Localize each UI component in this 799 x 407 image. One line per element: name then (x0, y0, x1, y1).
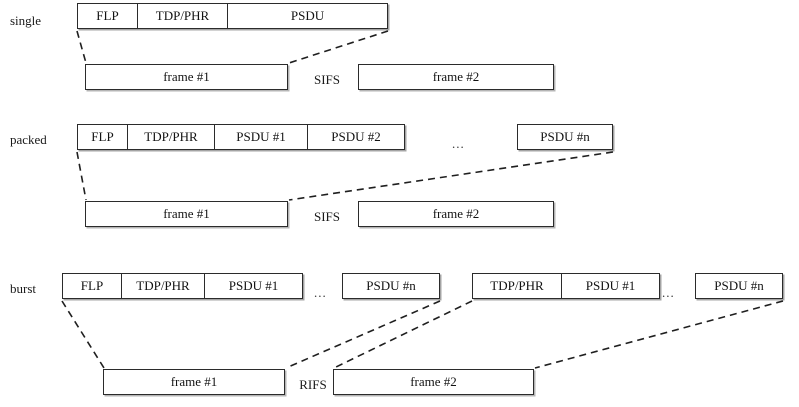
packed-field-flp: FLP (77, 124, 128, 150)
row-label-packed: packed (10, 132, 47, 147)
packed-field-psdu-n: PSDU #n (517, 124, 613, 150)
packed-frame-1: frame #1 (85, 201, 288, 227)
link-packed-start (76, 151, 87, 201)
packed-frame-2: frame #2 (358, 201, 554, 227)
single-frame-2: frame #2 (358, 64, 554, 90)
row-label-burst: burst (10, 281, 36, 296)
burst-field-tdp-phr-1: TDP/PHR (122, 273, 205, 299)
link-burst-start (61, 300, 105, 369)
burst-frame-1: frame #1 (103, 369, 285, 395)
single-gap-sifs: SIFS (313, 72, 341, 87)
burst-field-tdp-phr-2: TDP/PHR (472, 273, 562, 299)
packed-ellipsis: ... (452, 136, 465, 151)
burst-field-psdu-nb: PSDU #n (695, 273, 783, 299)
packed-field-tdp-phr: TDP/PHR (128, 124, 215, 150)
link-burst-end-2 (534, 300, 784, 369)
packed-gap-sifs: SIFS (313, 209, 341, 224)
single-field-flp: FLP (77, 3, 138, 29)
row-label-single: single (10, 13, 42, 28)
burst-gap-rifs: RIFS (299, 377, 327, 392)
packed-field-psdu-2: PSDU #2 (308, 124, 405, 150)
burst-field-psdu-na: PSDU #n (342, 273, 440, 299)
link-burst-start-2 (333, 300, 473, 369)
burst-field-psdu-1b: PSDU #1 (562, 273, 660, 299)
single-field-psdu: PSDU (228, 3, 388, 29)
link-single-start (76, 30, 87, 64)
burst-ellipsis-2: ... (662, 285, 675, 300)
link-packed-end (288, 151, 614, 201)
burst-field-flp: FLP (62, 273, 122, 299)
single-frame-1: frame #1 (85, 64, 288, 90)
link-single-end (288, 30, 389, 64)
packed-field-psdu-1: PSDU #1 (215, 124, 308, 150)
burst-ellipsis-1: ... (314, 285, 327, 300)
link-burst-end-1 (285, 300, 441, 369)
burst-field-psdu-1a: PSDU #1 (205, 273, 303, 299)
single-field-tdp-phr: TDP/PHR (138, 3, 228, 29)
burst-frame-2: frame #2 (333, 369, 534, 395)
